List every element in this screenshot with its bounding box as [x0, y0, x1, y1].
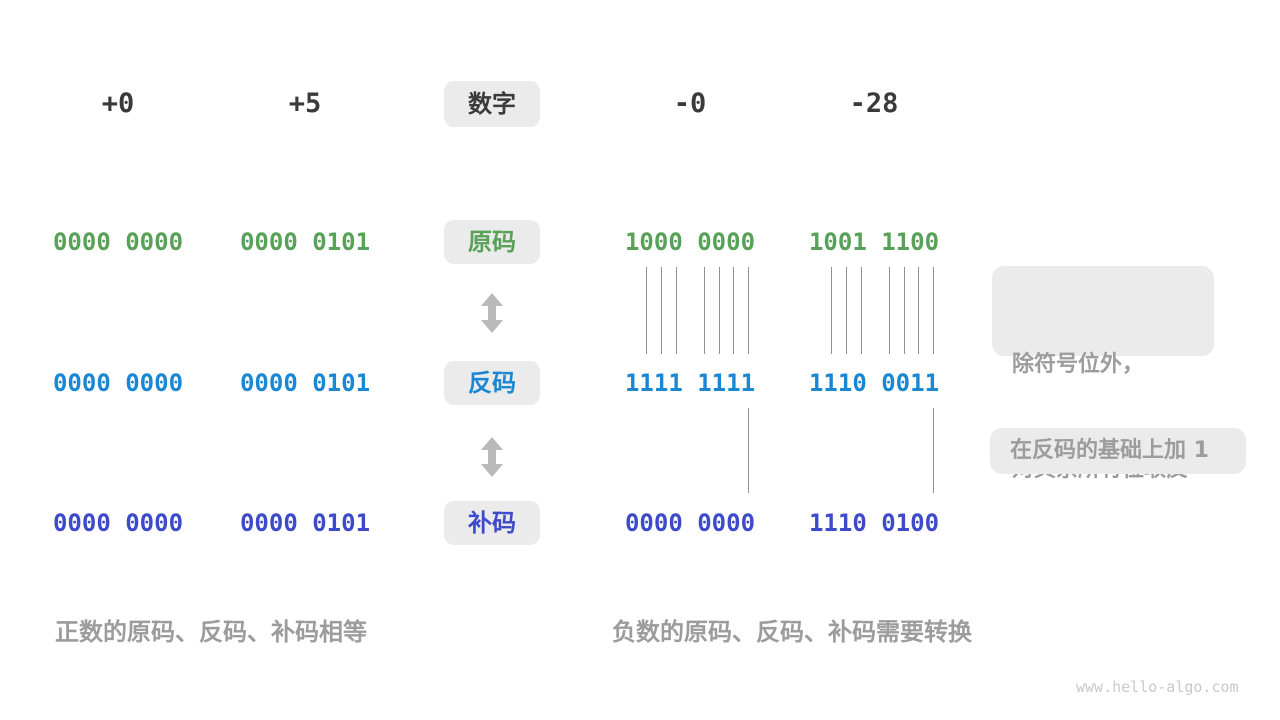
add-one-note: 在反码的基础上加 1: [990, 428, 1246, 474]
bit-invert-connector-line: [733, 267, 734, 354]
invert-bits-note: 除符号位外， 对其余所有位取反: [992, 266, 1214, 482]
header-number-plus0: +0: [101, 88, 135, 119]
bit-invert-connector-line: [918, 267, 919, 354]
header-number-plus5: +5: [288, 88, 322, 119]
invert-bits-note-line1: 除符号位外，: [1012, 352, 1145, 377]
swap-arrow-icon: [481, 293, 503, 333]
ones-complement-value-minus28: 1110 0011: [808, 369, 940, 397]
bit-invert-connector-line: [661, 267, 662, 354]
bit-invert-connector-line: [861, 267, 862, 354]
bit-invert-connector-line: [889, 267, 890, 354]
add-one-connector-line: [748, 408, 749, 493]
bit-invert-connector-line: [748, 267, 749, 354]
header-number-minus28: -28: [849, 88, 899, 119]
ones-complement-badge: 反码: [444, 361, 540, 405]
ones-complement-value-minus0: 1111 1111: [624, 369, 756, 397]
bit-invert-connector-line: [831, 267, 832, 354]
watermark: www.hello-algo.com: [1076, 678, 1239, 696]
ones-complement-value-plus5: 0000 0101: [239, 369, 371, 397]
bit-invert-connector-line: [646, 267, 647, 354]
swap-arrow-icon: [481, 437, 503, 477]
number-label-badge: 数字: [444, 81, 540, 127]
bit-invert-connector-line: [676, 267, 677, 354]
ones-complement-value-plus0: 0000 0000: [52, 369, 184, 397]
add-one-connector-line: [933, 408, 934, 493]
sign-magnitude-value-plus0: 0000 0000: [52, 228, 184, 256]
twos-complement-value-plus5: 0000 0101: [239, 509, 371, 537]
header-number-minus0: -0: [673, 88, 707, 119]
sign-magnitude-value-minus0: 1000 0000: [624, 228, 756, 256]
twos-complement-value-minus28: 1110 0100: [808, 509, 940, 537]
bit-invert-connector-line: [904, 267, 905, 354]
bit-invert-connector-line: [719, 267, 720, 354]
negative-numbers-caption: 负数的原码、反码、补码需要转换: [612, 618, 972, 646]
bit-invert-connector-line: [846, 267, 847, 354]
twos-complement-badge: 补码: [444, 501, 540, 545]
bit-invert-connector-line: [933, 267, 934, 354]
sign-magnitude-value-minus28: 1001 1100: [808, 228, 940, 256]
twos-complement-value-minus0: 0000 0000: [624, 509, 756, 537]
sign-magnitude-badge: 原码: [444, 220, 540, 264]
positive-numbers-caption: 正数的原码、反码、补码相等: [55, 618, 367, 646]
sign-magnitude-value-plus5: 0000 0101: [239, 228, 371, 256]
bit-invert-connector-line: [704, 267, 705, 354]
twos-complement-value-plus0: 0000 0000: [52, 509, 184, 537]
